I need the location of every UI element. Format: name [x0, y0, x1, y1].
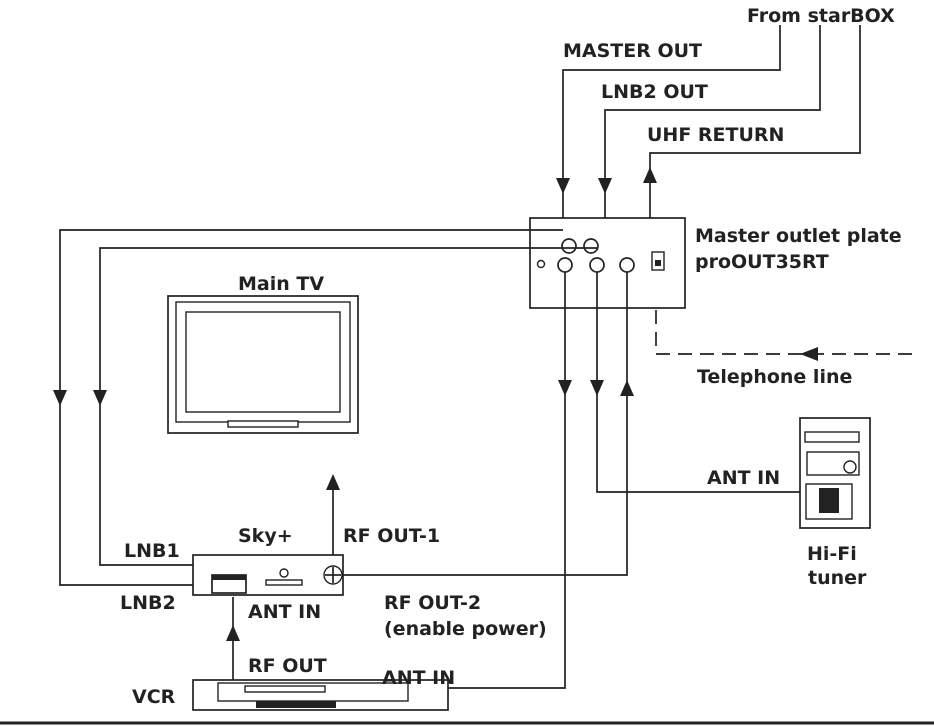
vcr [192, 679, 449, 711]
telephone-line-arrow [800, 347, 818, 361]
vcr-feed-cable [448, 272, 566, 689]
starbox-cables [562, 25, 861, 218]
socket-master-out-2 [583, 238, 599, 254]
skyplus-display [265, 579, 303, 586]
skyplus-card [212, 575, 246, 580]
lnb2-out-arrow [598, 178, 612, 194]
tuner-top-panel [804, 431, 860, 443]
from-starbox-label: From starBOX [747, 5, 895, 27]
enable-power-label: (enable power) [384, 618, 547, 640]
tv-stand [227, 420, 299, 428]
telephone-line-cable [655, 310, 912, 355]
screw-left [536, 259, 546, 269]
master-out-cable [562, 25, 781, 218]
lnb2-feed-cable [59, 229, 563, 586]
lnb1-feed-arrow [93, 390, 107, 406]
lnb2-out-cable [604, 25, 821, 218]
vcr-feed-arrow [558, 380, 572, 396]
vcr-base [256, 701, 336, 708]
starbox-cable-arrows [556, 167, 657, 194]
lnb2-out-label: LNB2 OUT [601, 81, 708, 103]
master-out-label: MASTER OUT [563, 40, 702, 62]
telephone-socket-slot [655, 260, 661, 266]
tuner-cassette [819, 488, 839, 513]
socket-lnb1 [557, 257, 573, 273]
vcr-label: VCR [132, 686, 176, 708]
main-tv [167, 295, 359, 434]
skyplus-button [279, 568, 289, 578]
tv-screen [185, 311, 341, 413]
lnb1-feed-cable [99, 247, 597, 566]
skyplus-label: Sky+ [238, 525, 293, 547]
vcr-tape-slot [244, 685, 326, 693]
uhf-return-label: UHF RETURN [647, 124, 784, 146]
sky-ant-in-label: ANT IN [248, 601, 321, 623]
master-out-arrow [556, 178, 570, 194]
rf-out-1-label: RF OUT-1 [343, 525, 440, 547]
socket-lnb2 [589, 257, 605, 273]
rf-out-2-label: RF OUT-2 [384, 592, 481, 614]
skyplus-box [192, 554, 344, 596]
master-plate-label-1: Master outlet plate [695, 225, 902, 247]
socket-master-out-1 [561, 238, 577, 254]
vcr-rf-out-arrow [226, 625, 240, 641]
vcr-ant-in-label: ANT IN [382, 667, 455, 689]
socket-uhf [619, 257, 635, 273]
hifi-feed-cable [596, 272, 800, 493]
rf-return-arrow [620, 380, 634, 396]
lnb2-feed-arrow [53, 390, 67, 406]
lnb2-label: LNB2 [120, 592, 176, 614]
main-tv-label: Main TV [238, 273, 324, 295]
rf-out-2-return-cable [343, 272, 628, 576]
lnb1-label: LNB1 [124, 540, 180, 562]
tuner-ant-in-label: ANT IN [707, 467, 780, 489]
tuner-knob [843, 460, 857, 474]
hifi-tuner [799, 417, 871, 529]
hifi-label-2: tuner [808, 567, 867, 589]
uhf-return-cable [649, 25, 861, 218]
rf-out-1-arrow [326, 474, 340, 490]
hifi-label-1: Hi-Fi [807, 543, 857, 565]
hifi-feed-arrow [590, 380, 604, 396]
uhf-return-arrow [643, 167, 657, 183]
telephone-line-label: Telephone line [697, 366, 852, 388]
vcr-rf-out-label: RF OUT [248, 655, 327, 677]
master-plate-label-2: proOUT35RT [695, 251, 829, 273]
master-outlet-plate [529, 217, 686, 309]
